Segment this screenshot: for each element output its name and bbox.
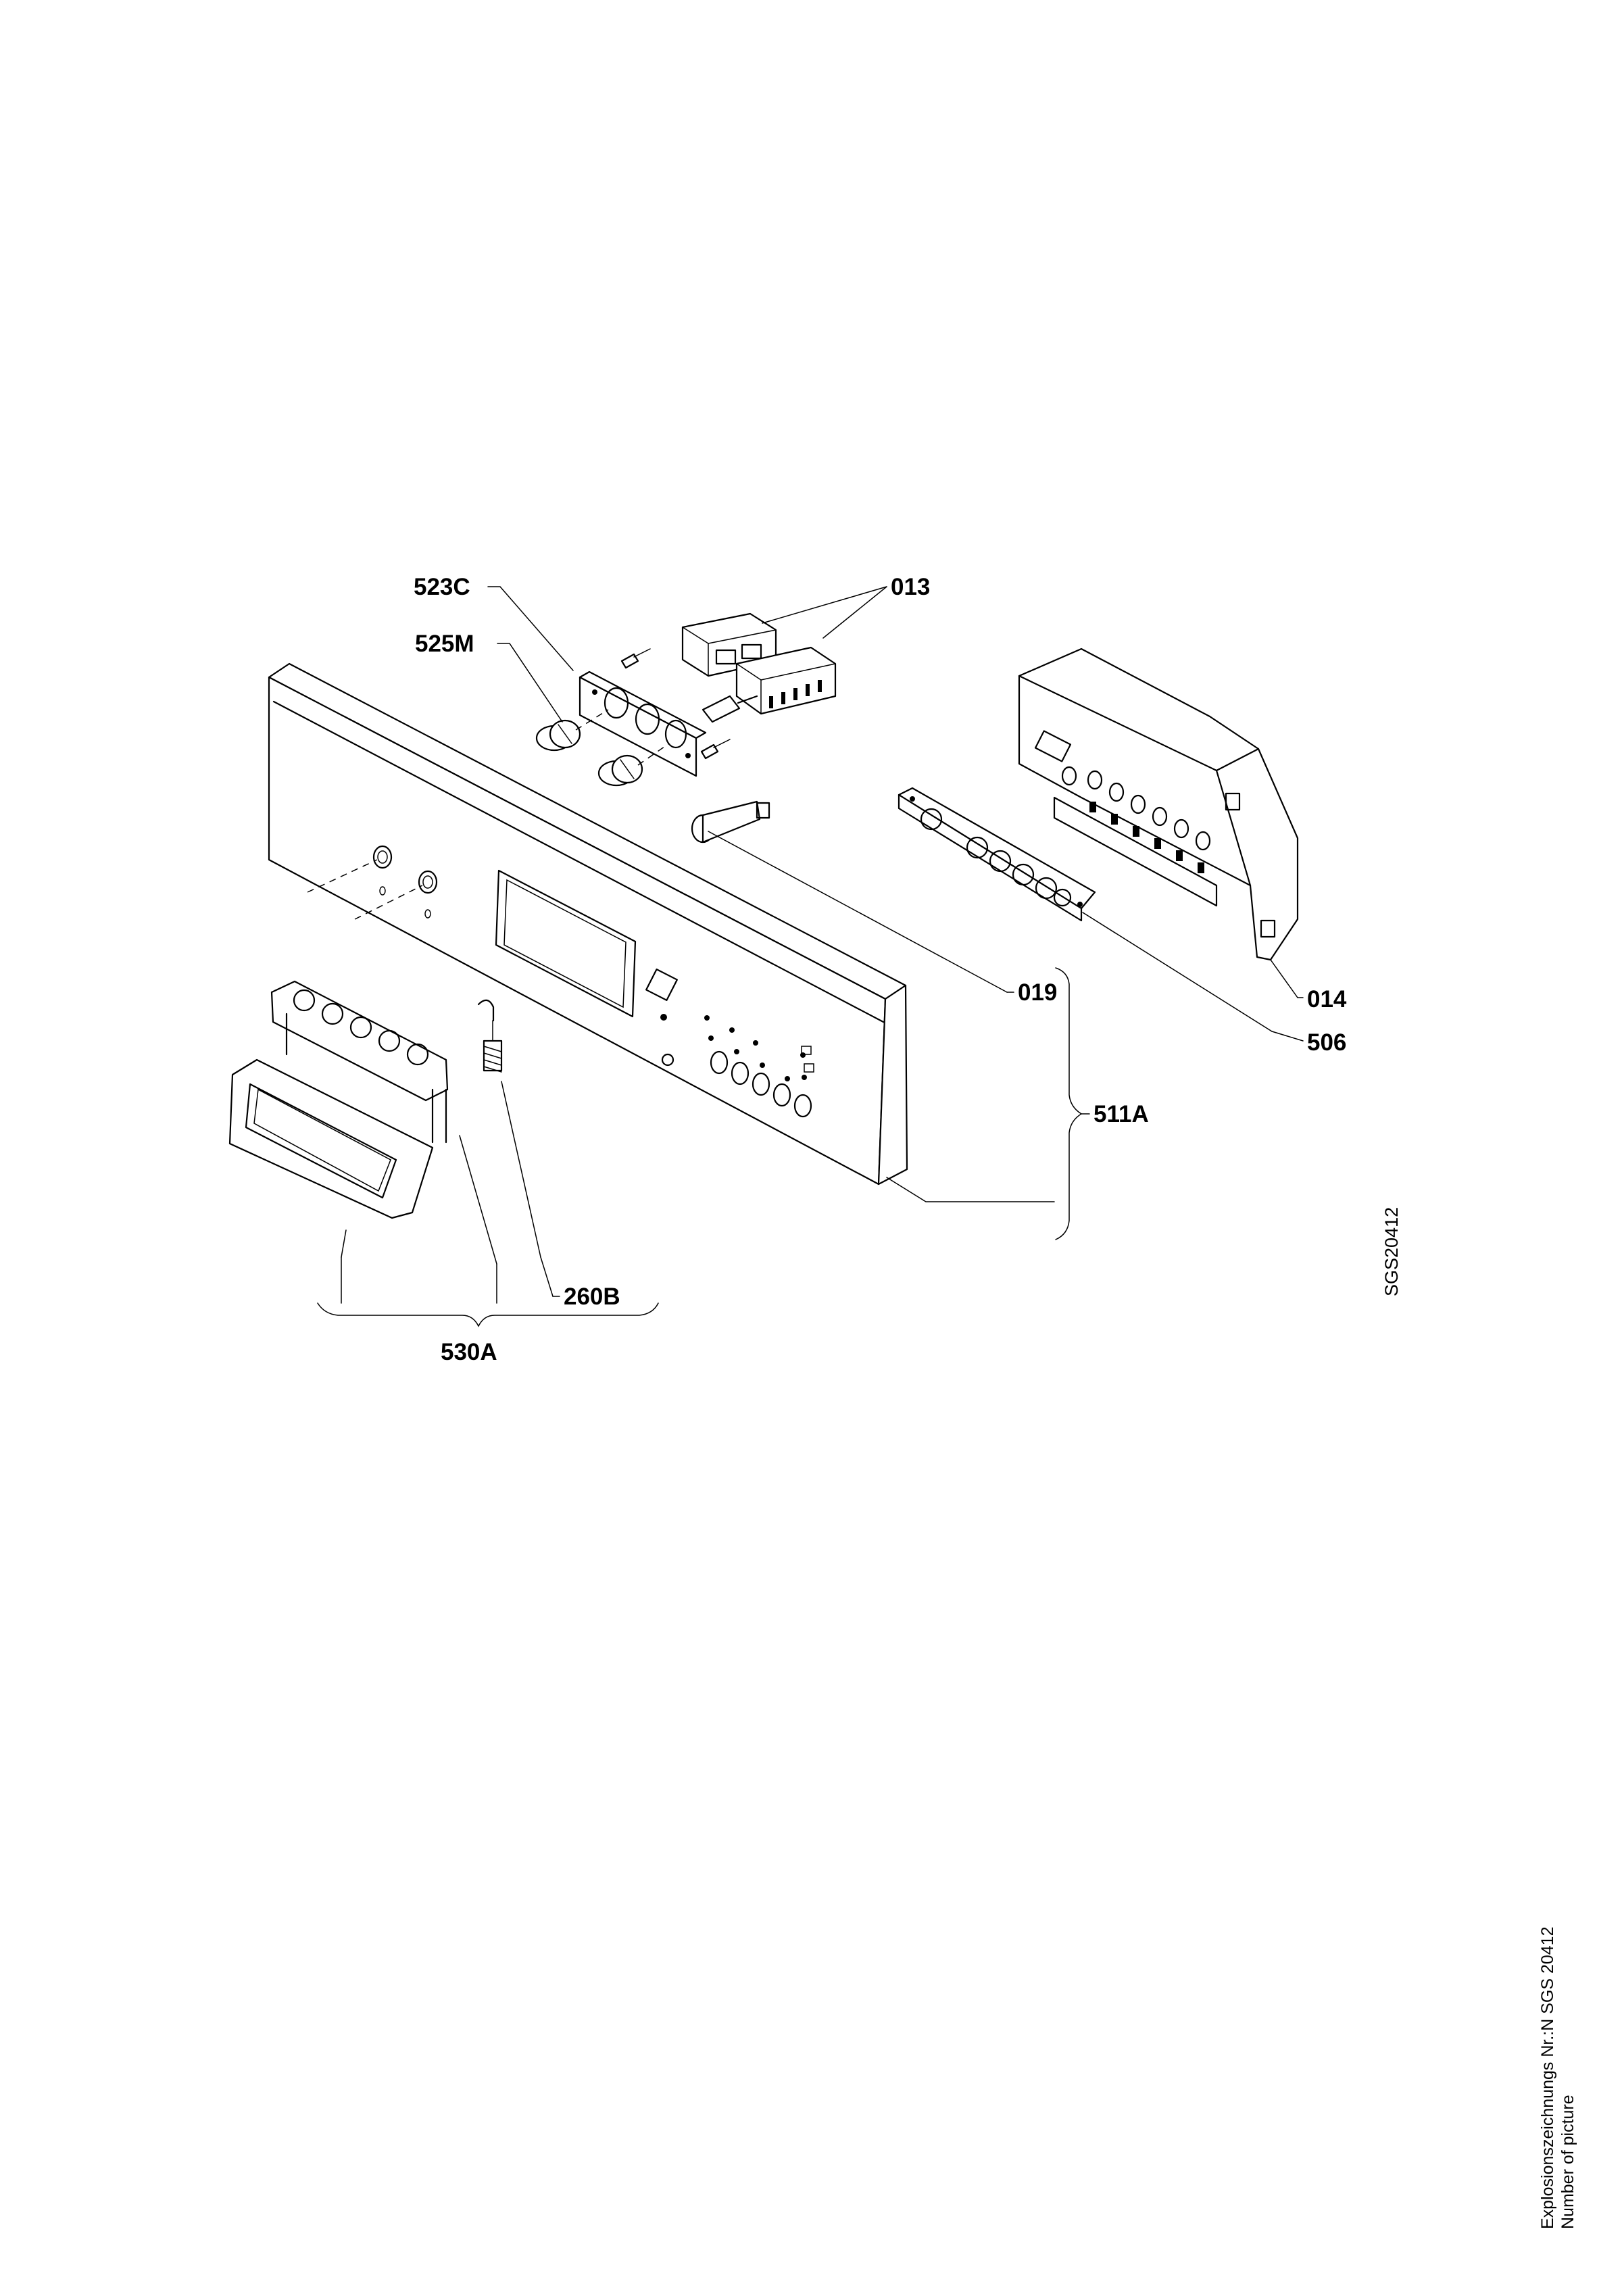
indicator-dots bbox=[704, 1015, 807, 1081]
footer-drawing-number: Explosionszeichnungs Nr.:N SGS 20412 bbox=[1538, 1927, 1557, 2229]
label-013: 013 bbox=[891, 574, 930, 600]
switch-terminals bbox=[769, 680, 822, 708]
module-terminals bbox=[1061, 766, 1211, 873]
control-panel-511A bbox=[268, 662, 1055, 1202]
led-row bbox=[920, 808, 1072, 907]
label-019: 019 bbox=[1018, 979, 1057, 1006]
programme-buttons bbox=[710, 1050, 812, 1118]
brace-530A bbox=[317, 1302, 659, 1327]
drawing-code: SGS20412 bbox=[1381, 1207, 1402, 1296]
footer-picture-label: Number of picture bbox=[1558, 2095, 1577, 2229]
door-handle-530A bbox=[228, 980, 554, 1304]
knob-bracket-523C bbox=[579, 648, 731, 777]
spring-260B bbox=[477, 999, 503, 1073]
label-530A: 530A bbox=[441, 1339, 497, 1365]
label-leaders bbox=[487, 586, 1304, 1297]
latch-rollers bbox=[293, 989, 429, 1066]
label-506: 506 bbox=[1307, 1029, 1346, 1056]
indicator-lamp-019 bbox=[691, 800, 1008, 993]
selector-switches-013 bbox=[681, 612, 837, 723]
led-board-506 bbox=[898, 787, 1273, 1032]
label-511A: 511A bbox=[1093, 1101, 1149, 1127]
label-014: 014 bbox=[1307, 986, 1347, 1012]
electronic-module-014 bbox=[1018, 648, 1299, 998]
knobs-525M bbox=[535, 709, 670, 787]
label-525M: 525M bbox=[415, 631, 474, 657]
label-523C: 523C bbox=[414, 574, 470, 600]
brace-511A bbox=[1055, 967, 1083, 1240]
label-260B: 260B bbox=[564, 1284, 620, 1310]
